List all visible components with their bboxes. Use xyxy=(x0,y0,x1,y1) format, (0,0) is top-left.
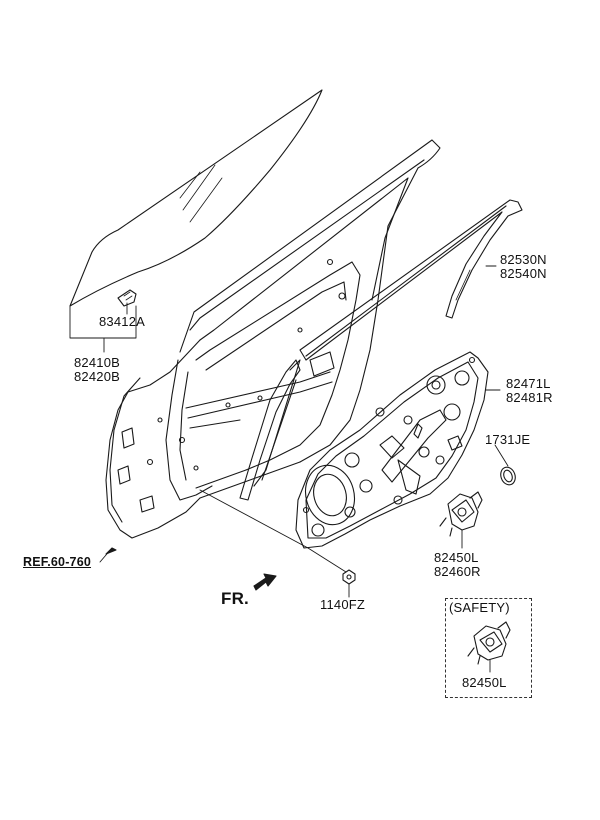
label-82410b: 82410B xyxy=(74,355,121,370)
label-82460r: 82460R xyxy=(434,564,481,579)
label-safety-82450l: 82450L xyxy=(462,675,507,690)
door-frame-shape xyxy=(105,139,441,539)
nut-shape xyxy=(342,569,356,585)
safety-box xyxy=(445,598,532,698)
door-glass-shape xyxy=(69,89,323,307)
front-label: FR. xyxy=(221,589,249,608)
label-82471l: 82471L xyxy=(506,376,551,391)
safety-motor-shape xyxy=(467,621,511,665)
glass-clip-shape xyxy=(117,289,137,307)
plug-shape xyxy=(500,466,516,486)
label-1731je: 1731JE xyxy=(485,432,531,447)
label-82420b: 82420B xyxy=(74,369,121,384)
label-82530n: 82530N xyxy=(500,252,547,267)
glass-run-shape xyxy=(239,199,523,501)
label-82540n: 82540N xyxy=(500,266,547,281)
label-82450l: 82450L xyxy=(434,550,479,565)
ref-label: REF.60-760 xyxy=(23,555,92,569)
label-83412a: 83412A xyxy=(99,314,146,329)
label-1140fz: 1140FZ xyxy=(320,597,366,612)
leader-lines xyxy=(69,265,509,673)
regulator-motor-shape xyxy=(439,491,483,537)
door-module-panel-shape xyxy=(295,351,489,549)
label-82481r: 82481R xyxy=(506,390,553,405)
ref-arrow-icon xyxy=(105,547,117,555)
front-arrow-icon xyxy=(253,573,277,591)
safety-label: (SAFETY) xyxy=(449,600,510,615)
